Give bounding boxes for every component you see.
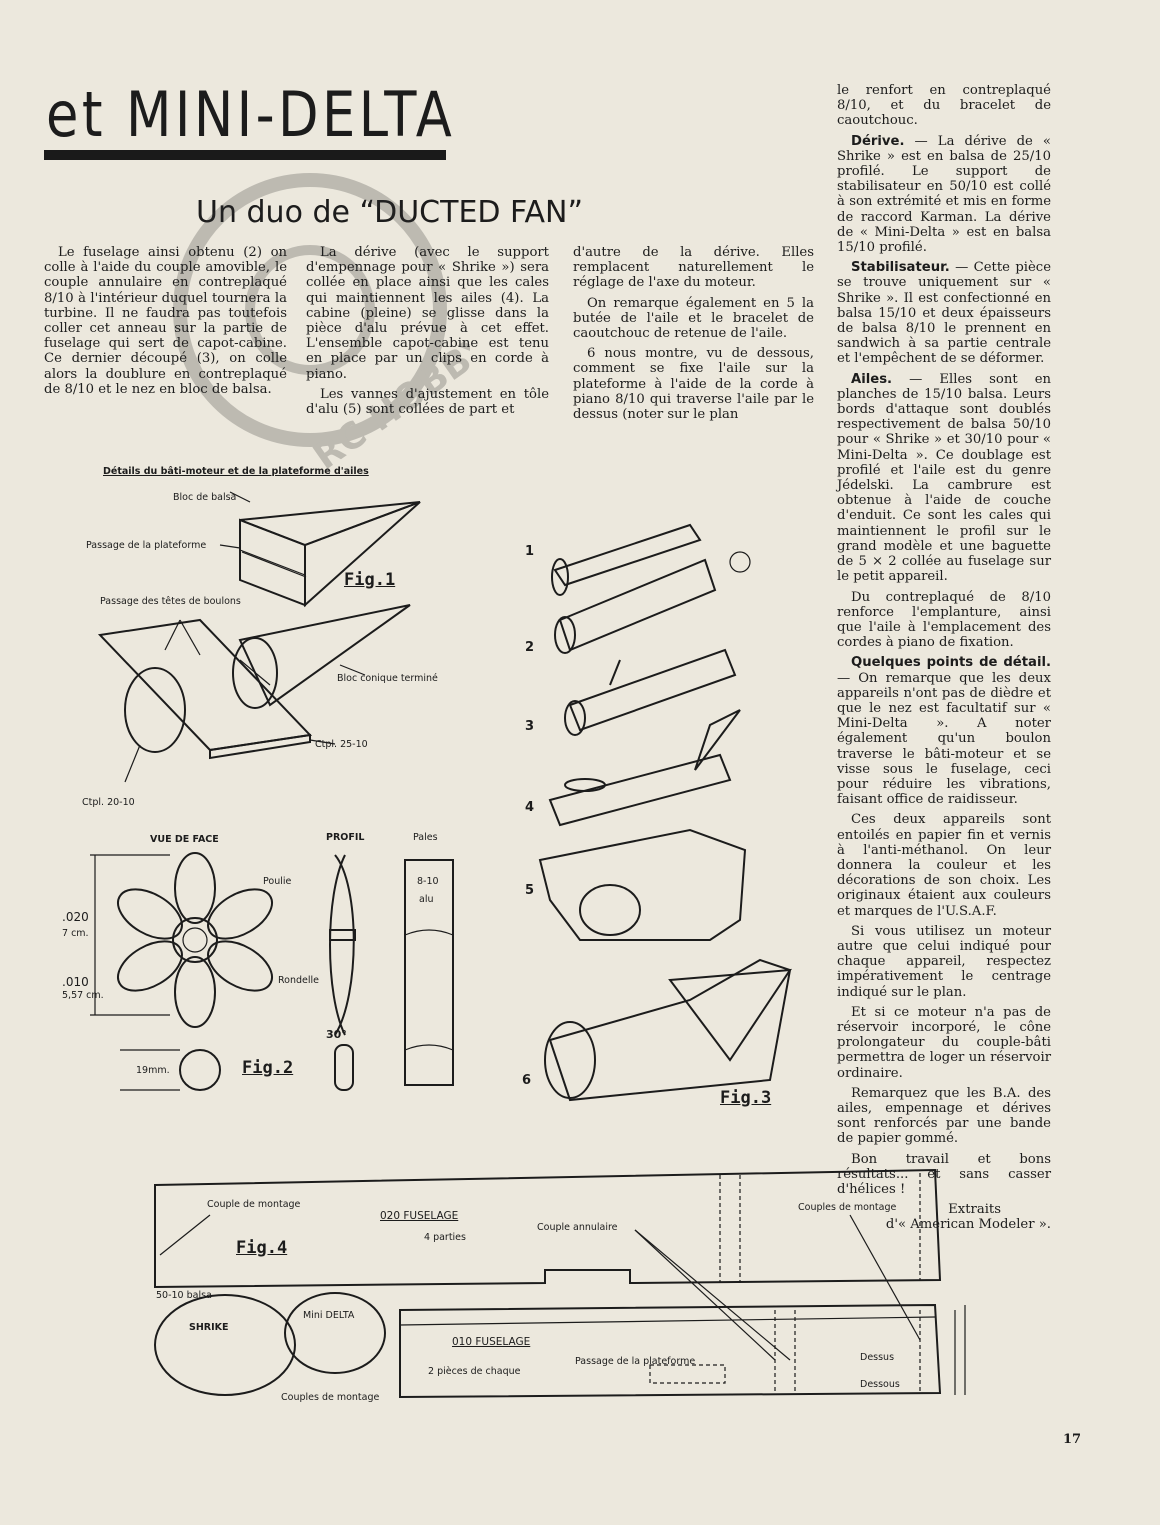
- fig2-label: Fig.2: [242, 1058, 294, 1078]
- fig4-label-couples-montage-bottom: Couples de montage: [281, 1392, 380, 1403]
- paragraph-stabilisateur: Stabilisateur. — Cette pièce se trouve u…: [837, 260, 1051, 367]
- fig2-angle: 30°: [326, 1028, 347, 1041]
- fig1-label-bloc-conique: Bloc conique terminé: [337, 673, 438, 684]
- section-heading: Quelques points de détail.: [851, 655, 1051, 671]
- fig2-dim-010: .010: [62, 975, 89, 989]
- section-heading: Dérive.: [851, 133, 905, 149]
- fig1-label-ctpl-20: Ctpl. 20-10: [82, 797, 135, 808]
- fig4-label-dessus: Dessus: [860, 1352, 895, 1363]
- fig4-label-couples-montage-right: Couples de montage: [798, 1202, 897, 1213]
- fig1-caption: Détails du bâti-moteur et de la platefor…: [103, 466, 369, 477]
- fig2-drawing: [90, 852, 454, 1091]
- fig1-label-ctpl-25: Ctpl. 25-10: [315, 739, 368, 750]
- page-title: et MINI-DELTA: [46, 78, 456, 151]
- paragraph: Si vous utilisez un moteur autre que cel…: [837, 923, 1051, 1000]
- text-column-1: Le fuselage ainsi obtenu (2) on colle à …: [44, 245, 287, 402]
- paragraph: Remarquez que les B.A. des ailes, empenn…: [837, 1085, 1051, 1147]
- fig3-step-1: 1: [525, 544, 535, 559]
- fig2-label-alu1: 8-10: [417, 876, 439, 887]
- fig3-label: Fig.3: [720, 1088, 772, 1108]
- paragraph: Ces deux appareils sont entoilés en papi…: [837, 812, 1051, 919]
- fig2-label-pales: Pales: [413, 832, 438, 843]
- fig4-label-mini-delta: Mini DELTA: [303, 1310, 355, 1321]
- section-heading: Stabilisateur.: [851, 260, 950, 276]
- fig1-drawing: [97, 491, 421, 783]
- fig3-step-2: 2: [525, 640, 535, 655]
- section-heading: Ailes.: [851, 371, 893, 387]
- fig2-dim-557: 5,57 cm.: [62, 990, 104, 1001]
- paragraph: le renfort en contreplaqué 8/10, et du b…: [837, 83, 1051, 129]
- fig4-label-fus020: 020 FUSELAGE: [380, 1210, 459, 1222]
- title-rule: [44, 150, 446, 160]
- fig2-label-poulie: Poulie: [263, 876, 292, 887]
- watermark-stamp-icon: RC HOBBY.COM: [173, 173, 470, 470]
- fig2-dim-19mm: 19mm.: [136, 1065, 170, 1076]
- fig1-label: Fig.1: [344, 570, 396, 590]
- fig2-dim-020: .020: [62, 910, 89, 924]
- paragraph: Du contreplaqué de 8/10 renforce l'empla…: [837, 589, 1051, 651]
- fig3-step-6: 6: [522, 1073, 532, 1088]
- fig4-label: Fig.4: [236, 1238, 288, 1258]
- fig2-label-alu2: alu: [419, 894, 434, 905]
- paragraph: Les vannes d'ajustement en tôle d'alu (5…: [306, 386, 549, 418]
- fig4-label-fus010: 010 FUSELAGE: [452, 1336, 531, 1348]
- paragraph: 6 nous montre, vu de dessous, comment se…: [573, 346, 814, 423]
- paragraph-details: Quelques points de détail. — On remarque…: [837, 655, 1051, 808]
- text-column-4: le renfort en contreplaqué 8/10, et du b…: [837, 83, 1051, 1233]
- credit-line: Extraits: [948, 1202, 1001, 1218]
- fig2-label-vue-face: VUE DE FACE: [150, 834, 219, 845]
- fig2-label-rondelle: Rondelle: [278, 975, 320, 986]
- paragraph-derive: Dérive. — La dérive de « Shrike » est en…: [837, 133, 1051, 256]
- fig1-label-bloc-balsa: Bloc de balsa: [173, 492, 237, 503]
- fig4-label-balsa: 50-10 balsa: [156, 1290, 212, 1301]
- fig4-label-pieces: 2 pièces de chaque: [428, 1366, 521, 1377]
- article-subtitle: Un duo de “DUCTED FAN”: [196, 195, 584, 230]
- fig1-label-passage-boulons: Passage des têtes de boulons: [100, 596, 241, 607]
- page-number: 17: [1063, 1432, 1082, 1447]
- fig3-drawing: [538, 523, 792, 1102]
- credit-source: d'« American Modeler ».: [885, 1217, 1051, 1233]
- fig3-step-3: 3: [525, 719, 535, 734]
- paragraph-ailes: Ailes. — Elles sont en planches de 15/10…: [837, 371, 1051, 585]
- fig2-dim-7cm: 7 cm.: [62, 928, 89, 939]
- fig3-step-5: 5: [525, 883, 535, 898]
- paragraph: La dérive (avec le support d'empennage p…: [306, 245, 549, 382]
- fig4-label-couple-annulaire: Couple annulaire: [537, 1222, 618, 1233]
- fig4-label-parties: 4 parties: [424, 1232, 466, 1243]
- paragraph: Le fuselage ainsi obtenu (2) on colle à …: [44, 245, 287, 397]
- fig4-drawing: [154, 1168, 966, 1399]
- fig4-label-shrike: SHRIKE: [189, 1322, 229, 1333]
- fig3-step-4: 4: [525, 800, 535, 815]
- fig4-label-dessous: Dessous: [860, 1379, 900, 1390]
- text-column-3: d'autre de la dérive. Elles remplacent n…: [573, 245, 814, 427]
- paragraph: Et si ce moteur n'a pas de réservoir inc…: [837, 1004, 1051, 1081]
- paragraph: d'autre de la dérive. Elles remplacent n…: [573, 245, 814, 291]
- text-column-2: La dérive (avec le support d'empennage p…: [306, 245, 549, 422]
- fig1-label-passage-plateforme: Passage de la plateforme: [86, 540, 207, 551]
- fig4-label-passage-plateforme: Passage de la plateforme: [575, 1356, 696, 1367]
- paragraph: On remarque également en 5 la butée de l…: [573, 295, 814, 342]
- fig4-label-couple-montage: Couple de montage: [207, 1199, 301, 1210]
- fig2-label-profil: PROFIL: [326, 832, 365, 843]
